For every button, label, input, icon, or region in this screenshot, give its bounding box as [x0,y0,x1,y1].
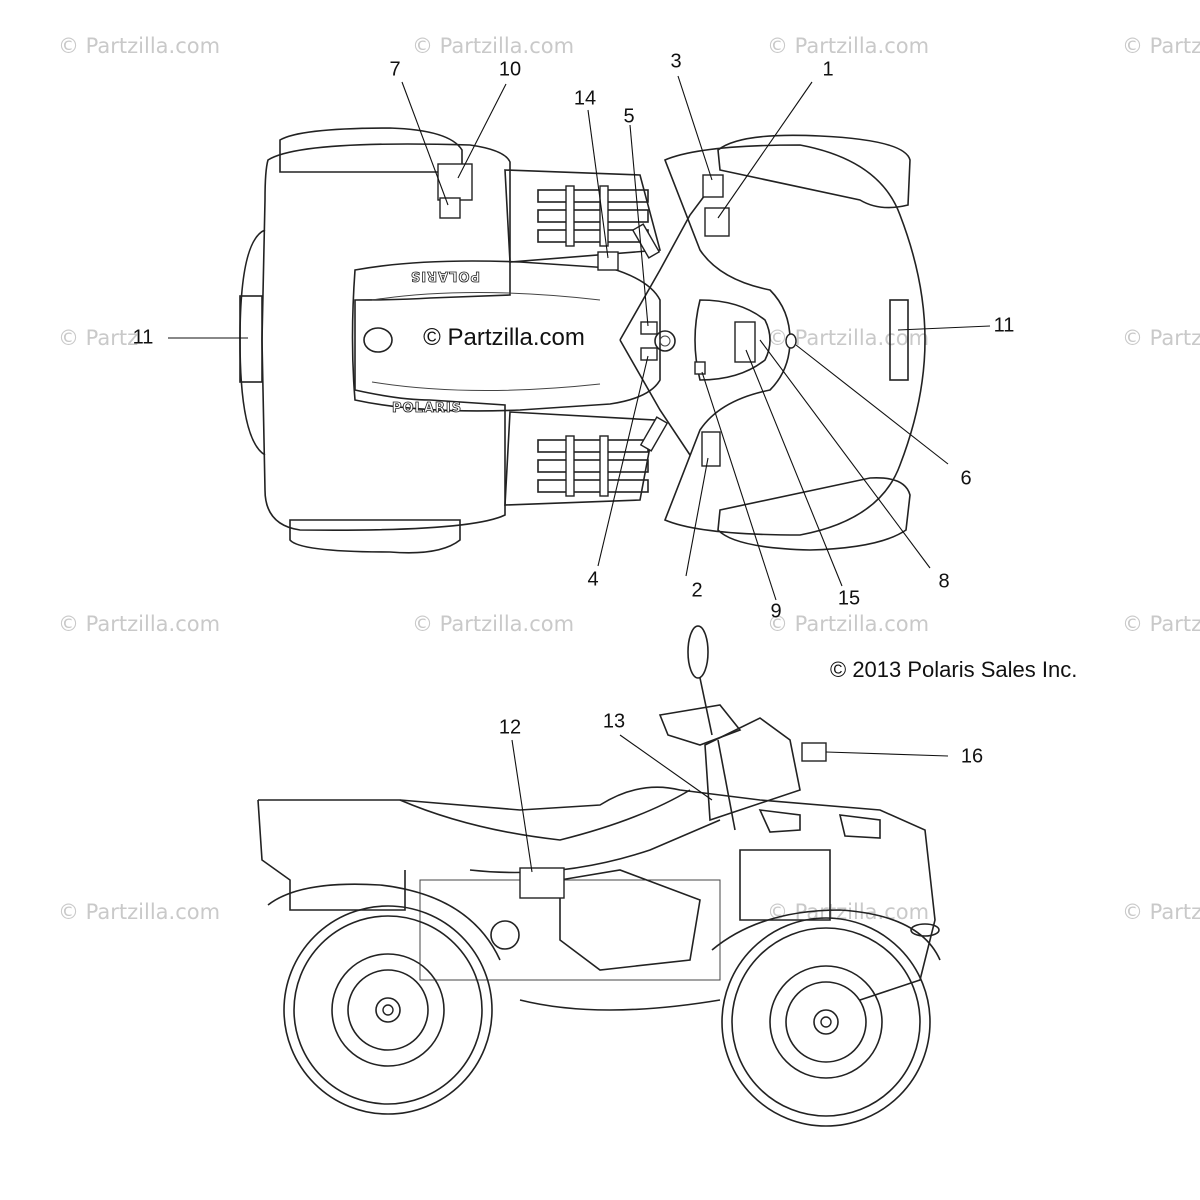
callout-6: 6 [960,467,972,490]
rear-fender [261,143,511,531]
watermark: © Partzilla.com [58,34,221,58]
front-grille-left [758,809,801,833]
handlebar-left [619,194,706,341]
callout-10: 10 [498,58,522,81]
callout-14: 14 [573,87,597,110]
decal-1 [704,207,730,237]
callout-7: 7 [389,58,401,81]
right-footrest [537,435,649,497]
front-reflector [889,299,909,381]
front-grille-right [838,814,881,839]
seat-latch [363,327,393,353]
decal-12 [519,867,565,899]
decal-10 [437,163,473,201]
right-grip [639,416,669,452]
mirror [687,625,709,679]
handlebar-right [619,339,691,456]
decal-9 [694,361,706,375]
left-footrest [537,185,649,247]
front-frame [739,849,831,921]
polaris-logo: POLARIS [410,268,480,283]
callout-15: 15 [837,587,861,610]
atv-side-view [257,625,949,1127]
seat-crease [371,292,601,301]
seat-crease [371,381,601,392]
watermark: © Partzilla.com [58,326,138,350]
left-footwell [504,169,662,263]
watermark: © Partzilla.com [58,612,221,636]
front-wheel [721,917,931,1127]
callout-5: 5 [623,105,635,128]
rear-rack [257,799,406,911]
decal-5 [640,321,658,335]
engine-block [559,869,701,971]
watermark: © Partzilla.com [412,34,575,58]
leader-lines-side [511,734,949,873]
rear-wheel [283,905,493,1115]
decal-7 [439,197,461,219]
front-console [704,717,801,822]
rear-right-tire [289,519,461,554]
decal-3 [702,174,724,198]
decal-16 [801,742,827,762]
copyright-notice: © 2013 Polaris Sales Inc. [830,657,1078,682]
watermark: © Partzilla.com [58,900,221,924]
seat [351,260,661,412]
headlight-pod [694,299,771,381]
callout-3: 3 [670,50,682,73]
front-left-tire [717,134,911,209]
polaris-logo: POLARIS [392,401,462,416]
decal-2 [701,431,721,467]
fuel-cap [654,330,676,352]
center-watermark: © Partzilla.com [423,324,585,351]
rear-fender-side [267,883,501,961]
callout-1: 1 [822,58,834,81]
engine-bay [419,879,721,981]
decal-4 [640,347,658,361]
callout-9: 9 [770,600,782,623]
skid-plate [519,999,721,1011]
atv-top-view: POLARIS POLARIS [168,75,991,601]
watermark: © Partzilla.com [1122,612,1200,636]
decal-15 [734,321,756,363]
callout-13: 13 [602,710,626,733]
front-right-tire [717,477,911,551]
rear-reflector [239,295,263,383]
rear-left-tire [279,127,463,173]
callout-11-right: 11 [993,314,1015,337]
side-reflector [910,923,940,937]
decal-6 [785,333,797,349]
engine-pulley [490,920,520,950]
body-top [258,786,936,1001]
leader-lines-top [168,75,991,601]
callout-8: 8 [938,570,950,593]
watermark: © Partzilla.com [767,612,930,636]
watermark: © Partzilla.com [1122,900,1200,924]
right-footwell [504,411,656,506]
callout-12: 12 [498,716,522,739]
callout-2: 2 [691,579,703,602]
callout-11-left: 11 [132,326,154,349]
watermark: © Partzilla.com [767,34,930,58]
decal-14 [597,251,619,271]
watermark: © Partzilla.com [412,612,575,636]
handlebar-controls [658,704,742,746]
seat-side [399,789,691,841]
watermark: © Partzilla.com [1122,326,1200,350]
callout-16: 16 [960,745,984,768]
callout-4: 4 [587,568,599,591]
watermark: © Partzilla.com [1122,34,1200,58]
